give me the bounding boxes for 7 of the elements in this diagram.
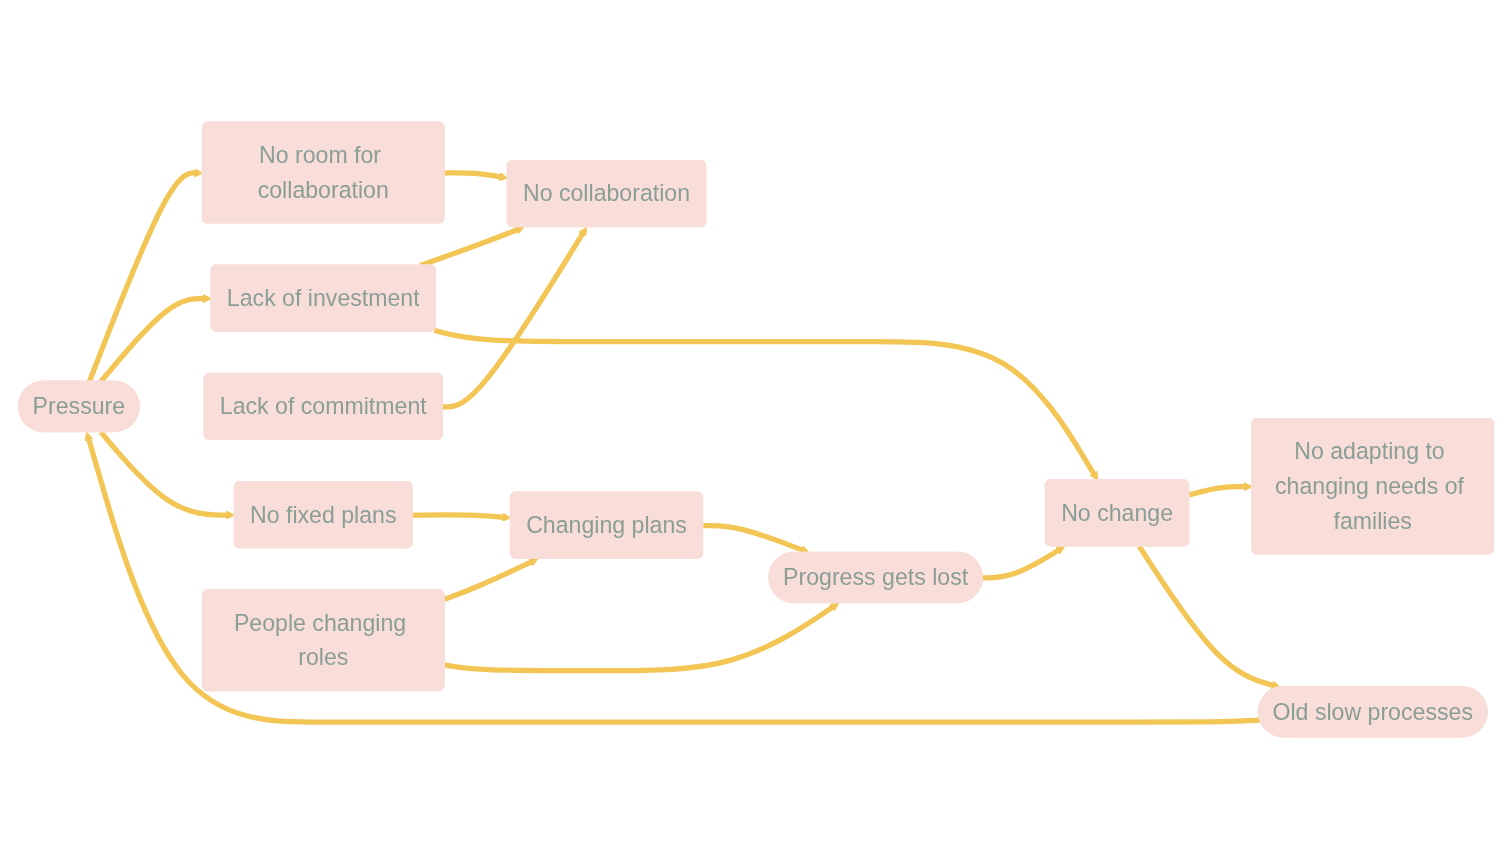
arrow xyxy=(443,558,539,602)
arrow xyxy=(433,327,1099,481)
arrow xyxy=(444,602,840,674)
arrow xyxy=(442,226,588,410)
arrow xyxy=(84,431,1261,725)
arrow xyxy=(1137,545,1281,690)
arrow xyxy=(982,546,1066,581)
